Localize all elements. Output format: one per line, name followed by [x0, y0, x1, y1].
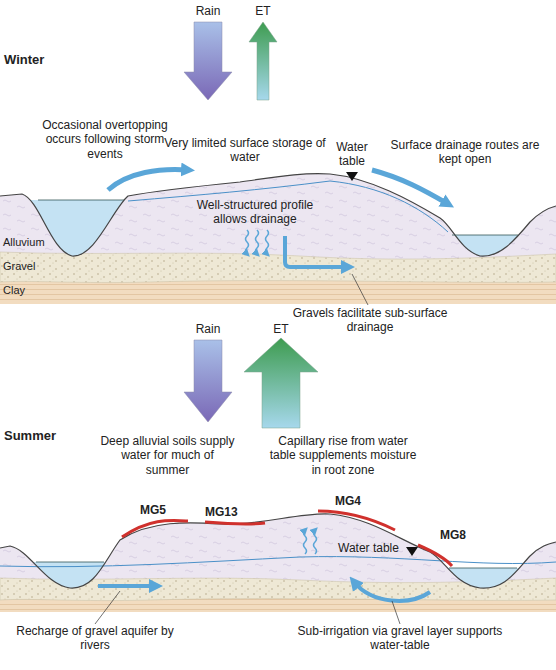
- gravel-layer: [0, 578, 556, 601]
- subsurface-drainage-arrow: [285, 236, 348, 267]
- water-surface: [38, 200, 124, 201]
- vegetation-code: MG5: [140, 503, 180, 517]
- vegetation-code: MG4: [335, 494, 375, 508]
- water-surface: [449, 568, 517, 569]
- water-table-line: [0, 557, 556, 567]
- grassland-extent: [318, 511, 395, 530]
- ground-surface: [0, 174, 556, 257]
- grassland-extent: [418, 545, 452, 566]
- water-surface: [452, 235, 518, 236]
- leader-line: [392, 601, 400, 624]
- alluvium-layer: [0, 514, 556, 612]
- callout-note: Deep alluvial soils supply water for muc…: [100, 434, 235, 477]
- callout-note: Occasional overtopping occurs following …: [30, 118, 180, 161]
- layer-name: Alluvium: [3, 236, 63, 249]
- season-heading: Winter: [4, 52, 84, 68]
- flux-label: Rain: [183, 4, 233, 18]
- water-table-marker: [346, 172, 358, 181]
- layer-name: Clay: [3, 284, 63, 297]
- flux-label: Rain: [183, 322, 233, 336]
- percolation-arrow: [256, 230, 259, 254]
- overtopping-arrow: [108, 170, 188, 190]
- rain-arrow: [184, 22, 232, 100]
- sub-irrigation-arrow: [354, 582, 430, 601]
- recharge-arrow: [98, 584, 156, 588]
- callout-note: Very limited surface storage of water: [160, 136, 330, 165]
- flux-label: ET: [261, 322, 301, 336]
- gravel-layer: [0, 252, 556, 283]
- vegetation-code: MG8: [440, 528, 480, 542]
- et-arrow: [244, 338, 318, 428]
- leader-line: [352, 274, 368, 305]
- callout-note: Capillary rise from water table suppleme…: [268, 434, 418, 477]
- layer-name: Gravel: [3, 260, 63, 273]
- callout-note: Sub-irrigation via gravel layer supports…: [295, 624, 505, 653]
- callout-note: Well-structured profile allows drainage: [180, 198, 330, 227]
- flux-label: ET: [243, 4, 283, 18]
- callout-note: Recharge of gravel aquifer by rivers: [15, 624, 175, 653]
- grassland-extent: [205, 522, 265, 524]
- water-table-label: Water table: [330, 140, 374, 169]
- callout-note: Gravels facilitate sub-surface drainage: [290, 306, 450, 335]
- et-arrow: [249, 22, 277, 100]
- vegetation-code: MG13: [205, 505, 255, 519]
- ground-surface: [0, 514, 556, 588]
- leader-line: [95, 591, 120, 624]
- rain-arrow: [184, 340, 232, 422]
- drainage-arrow: [372, 170, 448, 204]
- water-table-label: Water table: [338, 541, 408, 555]
- capillary-arrow: [304, 530, 307, 554]
- callout-note: Surface drainage routes are kept open: [390, 138, 540, 167]
- water-surface: [36, 562, 104, 563]
- season-heading: Summer: [4, 428, 84, 444]
- percolation-arrow: [266, 230, 269, 254]
- percolation-arrow: [246, 230, 249, 254]
- grassland-extent: [122, 520, 188, 537]
- capillary-arrow: [314, 530, 317, 554]
- water-table-marker: [406, 547, 418, 556]
- alluvium-layer: [0, 174, 556, 304]
